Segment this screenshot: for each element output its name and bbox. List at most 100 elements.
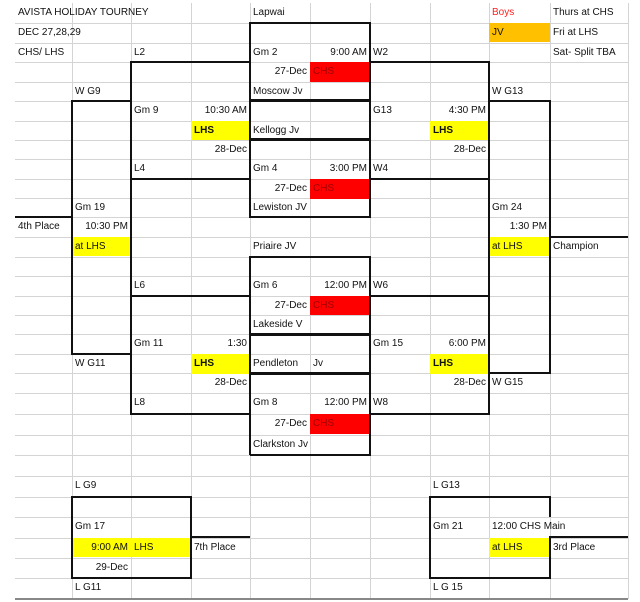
game-15-date[interactable]: 28-Dec [453, 377, 486, 389]
bracket-line [370, 61, 490, 63]
game-8-winner[interactable]: W8 [373, 397, 388, 409]
gridline [15, 236, 628, 238]
game-11-venue[interactable]: LHS [191, 354, 250, 374]
game-19-result[interactable]: 4th Place [18, 221, 60, 233]
game-15-loser[interactable]: L G 15 [433, 582, 463, 593]
game-24-result[interactable]: Champion [553, 240, 599, 252]
game-4-time[interactable]: 3:00 PM [329, 163, 367, 175]
game-24-label[interactable]: Gm 24 [492, 202, 523, 214]
game-4-loser[interactable]: L4 [134, 163, 146, 175]
gridline [15, 120, 628, 122]
legend-jv[interactable]: JV [489, 22, 550, 43]
game-8-time[interactable]: 12:00 PM [324, 397, 367, 409]
gridline [15, 354, 628, 355]
bracket-line [131, 413, 250, 415]
game-4-venue[interactable]: CHS [310, 179, 370, 199]
game-19-label[interactable]: Gm 19 [75, 202, 106, 214]
bracket-line [71, 577, 192, 579]
game-13-time[interactable]: 4:30 PM [448, 104, 486, 116]
game-15-winner[interactable]: W G15 [492, 377, 524, 389]
game-6-loser[interactable]: L6 [134, 280, 146, 291]
game-2-loser[interactable]: L2 [134, 46, 146, 58]
game-2-time[interactable]: 9:00 AM [330, 46, 367, 58]
game-11-loser[interactable]: L G11 [75, 582, 102, 593]
game-21-label[interactable]: Gm 21 [433, 521, 464, 533]
game-2-winner[interactable]: W2 [373, 46, 388, 58]
bracket-line [250, 256, 371, 258]
game-9-date[interactable]: 28-Dec [214, 144, 247, 155]
game-17-result[interactable]: 7th Place [194, 541, 236, 553]
game-6-label[interactable]: Gm 6 [253, 280, 278, 291]
game-9-loser[interactable]: L G9 [75, 480, 97, 491]
game-9-winner[interactable]: W G9 [75, 85, 101, 97]
game-21-venue[interactable]: at LHS [489, 537, 550, 558]
bracket-line [72, 100, 131, 102]
game-11-winner[interactable]: W G11 [75, 358, 106, 369]
game-17-highlight [72, 537, 191, 558]
game-17-venue[interactable]: LHS [134, 541, 154, 553]
tourney-venues[interactable]: CHS/ LHS [18, 46, 65, 58]
game-6-time[interactable]: 12:00 PM [324, 280, 367, 291]
game-13-date[interactable]: 28-Dec [453, 144, 486, 155]
bracket-line [249, 256, 251, 455]
bracket-line [429, 496, 431, 579]
game-6-venue[interactable]: CHS [310, 295, 370, 316]
game-4-label[interactable]: Gm 4 [253, 163, 278, 175]
bracket-line [72, 353, 131, 355]
game-8-loser[interactable]: L8 [134, 397, 146, 409]
team-lapwai[interactable]: Lapwai [253, 7, 285, 18]
game-21-time[interactable]: 12:00 CHS Main [492, 521, 566, 533]
game-17-date[interactable]: 29-Dec [95, 562, 128, 573]
game-21-result[interactable]: 3rd Place [553, 541, 596, 553]
team-pendleton[interactable]: Pendleton [253, 358, 299, 369]
bracket-line [71, 496, 73, 579]
game-8-label[interactable]: Gm 8 [253, 397, 278, 409]
game-24-time[interactable]: 1:30 PM [509, 221, 547, 233]
gridline [15, 42, 628, 44]
game-11-time[interactable]: 1:30 [227, 338, 247, 350]
game-13-venue[interactable]: LHS [430, 120, 489, 141]
game-9-venue[interactable]: LHS [191, 120, 250, 141]
game-24-venue[interactable]: at LHS [489, 236, 550, 257]
game-8-date[interactable]: 27-Dec [274, 418, 307, 430]
game-13-winner[interactable]: W G13 [492, 85, 524, 97]
game-13-label[interactable]: G13 [373, 104, 392, 116]
game-9-time[interactable]: 10:30 AM [204, 104, 247, 116]
game-8-venue[interactable]: CHS [310, 414, 370, 434]
team-lewiston[interactable]: Lewiston JV [253, 202, 307, 214]
game-6-date[interactable]: 27-Dec [274, 299, 307, 311]
team-pendleton-jv[interactable]: Jv [313, 358, 323, 369]
legend-fri[interactable]: Fri at LHS [553, 26, 599, 38]
game-15-time[interactable]: 6:00 PM [448, 338, 486, 350]
gridline [15, 315, 628, 316]
game-17-time[interactable]: 9:00 AM [91, 541, 128, 553]
game-15-label[interactable]: Gm 15 [373, 338, 404, 350]
game-17-label[interactable]: Gm 17 [75, 521, 106, 533]
team-moscow[interactable]: Moscow Jv [253, 85, 303, 97]
legend-thurs[interactable]: Thurs at CHS [553, 7, 614, 18]
game-2-label[interactable]: Gm 2 [253, 46, 278, 58]
game-2-venue[interactable]: CHS [310, 62, 370, 82]
team-lakeside[interactable]: Lakeside V [253, 319, 303, 330]
legend-boys[interactable]: Boys [492, 7, 515, 18]
gridline [15, 276, 628, 277]
game-19-venue[interactable]: at LHS [72, 236, 131, 257]
team-priaire[interactable]: Priaire JV [253, 240, 297, 252]
team-clarkston[interactable]: Clarkston Jv [253, 439, 309, 450]
game-11-date[interactable]: 28-Dec [214, 377, 247, 389]
game-6-winner[interactable]: W6 [373, 280, 388, 291]
game-4-date[interactable]: 27-Dec [274, 183, 307, 194]
game-9-label[interactable]: Gm 9 [134, 104, 159, 116]
game-11-label[interactable]: Gm 11 [134, 338, 164, 350]
tourney-dates[interactable]: DEC 27,28,29 [18, 26, 81, 38]
legend-sat[interactable]: Sat- Split TBA [553, 46, 616, 58]
game-2-date[interactable]: 27-Dec [274, 66, 307, 77]
game-15-venue[interactable]: LHS [430, 354, 489, 374]
game-4-winner[interactable]: W4 [373, 163, 388, 175]
game-19-time[interactable]: 10:30 PM [85, 221, 128, 233]
game-13-loser[interactable]: L G13 [433, 480, 460, 491]
tourney-title[interactable]: AVISTA HOLIDAY TOURNEY [18, 7, 149, 18]
bracket-line [489, 372, 551, 374]
team-kellogg[interactable]: Kellogg Jv [253, 124, 300, 136]
bracket-line [549, 536, 551, 579]
